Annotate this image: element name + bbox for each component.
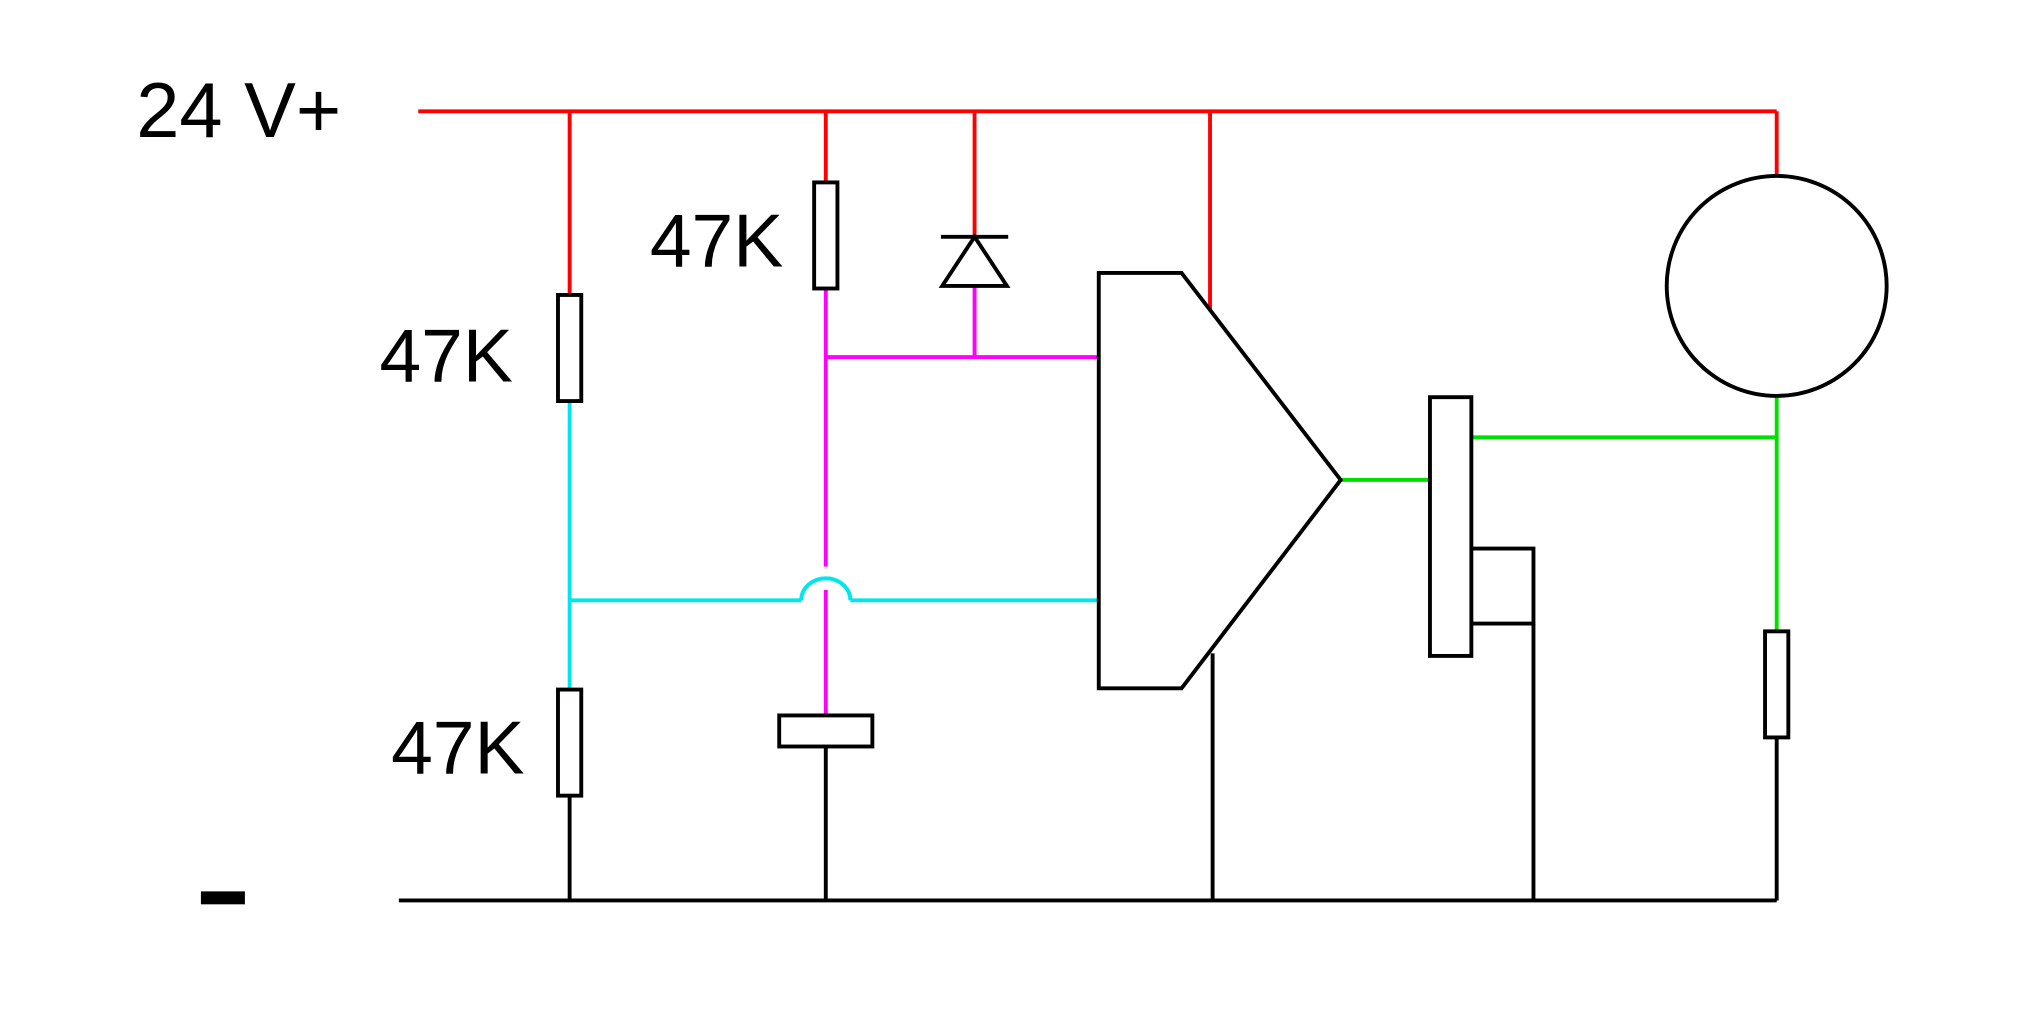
ground-net xyxy=(398,623,1779,903)
sense-resistor xyxy=(1763,629,1791,740)
transistor-body xyxy=(1428,395,1474,658)
opamp-body xyxy=(1096,271,1344,691)
zener-diode-icon xyxy=(938,233,1011,288)
positive-supply-net xyxy=(418,109,1779,311)
output-net xyxy=(1340,395,1779,632)
load-circle-icon xyxy=(1664,174,1889,398)
resistor-47k-bottom-label: 47K xyxy=(391,706,524,790)
transistor-emitter-leg xyxy=(1471,546,1536,626)
resistor-47k-top-label: 47K xyxy=(650,199,783,283)
resistor-mid xyxy=(556,293,584,404)
wire-crossover-hop xyxy=(799,576,853,601)
resistor-47k-mid-label: 47K xyxy=(379,314,512,398)
supply-positive-label: 24 V+ xyxy=(136,68,341,154)
supply-negative-symbol xyxy=(200,891,245,905)
reference-net xyxy=(823,285,1099,716)
capacitor xyxy=(777,713,875,749)
components xyxy=(556,174,1889,798)
resistor-bottom xyxy=(556,687,584,798)
resistor-top xyxy=(812,180,840,291)
divider-net xyxy=(567,399,1099,690)
